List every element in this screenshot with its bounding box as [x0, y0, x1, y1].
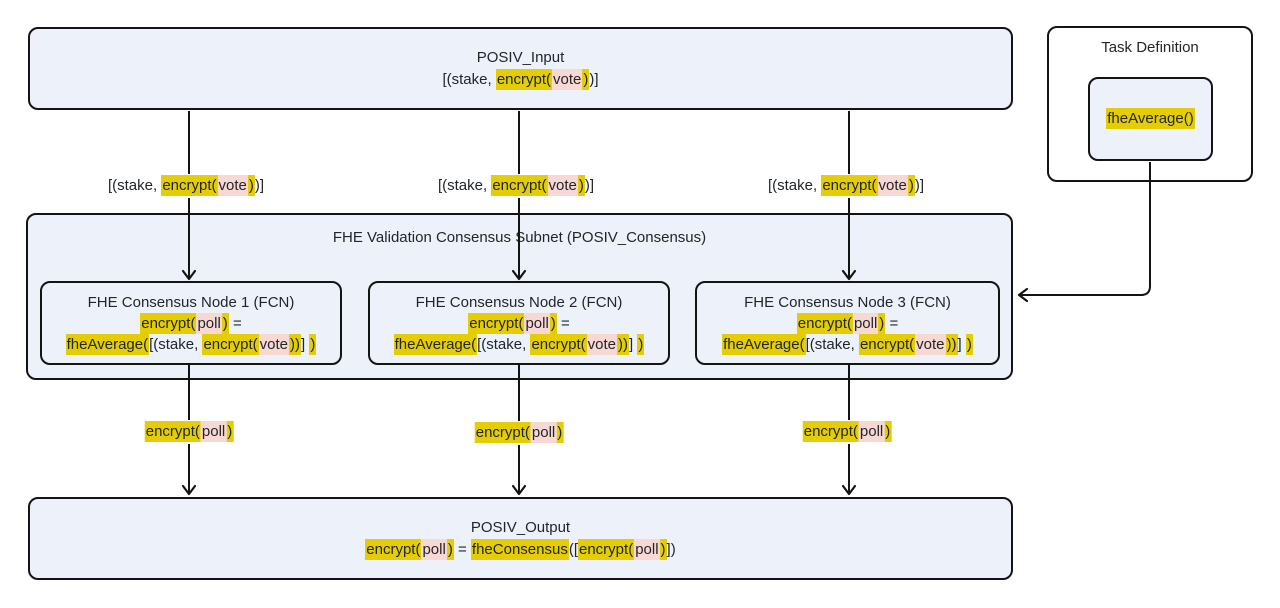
edge-label-stake-vote-3: [(stake, encrypt(vote))]: [764, 174, 928, 198]
fcn-node-1-title: FHE Consensus Node 1 (FCN): [87, 293, 295, 311]
task-function-box: fheAverage(): [1088, 77, 1213, 161]
posiv-output-box: POSIV_Output encrypt(poll) = fheConsensu…: [28, 497, 1013, 580]
fcn-node-2-function: fheAverage([(stake, encrypt(vote))] ): [393, 333, 645, 355]
fcn-node-2-equation: encrypt(poll) =: [468, 312, 570, 334]
fcn-node-3-title: FHE Consensus Node 3 (FCN): [744, 293, 951, 311]
task-definition-title: Task Definition: [1101, 39, 1199, 56]
edge-label-encrypt-poll-2: encrypt(poll): [471, 421, 567, 445]
posiv-input-box: POSIV_Input [(stake, encrypt(vote))]: [28, 27, 1013, 110]
fcn-node-1: FHE Consensus Node 1 (FCN) encrypt(poll)…: [40, 281, 342, 365]
edge-label-stake-vote-2: [(stake, encrypt(vote))]: [434, 174, 598, 198]
fcn-node-2: FHE Consensus Node 2 (FCN) encrypt(poll)…: [368, 281, 670, 365]
fcn-node-3: FHE Consensus Node 3 (FCN) encrypt(poll)…: [695, 281, 1000, 365]
fcn-node-2-title: FHE Consensus Node 2 (FCN): [415, 293, 623, 311]
edge-label-encrypt-poll-3: encrypt(poll): [799, 420, 895, 444]
posiv-input-title: POSIV_Input: [476, 48, 565, 66]
consensus-subnet-title: FHE Validation Consensus Subnet (POSIV_C…: [332, 229, 707, 246]
fcn-node-1-function: fheAverage([(stake, encrypt(vote))] ): [65, 333, 317, 355]
fcn-node-3-equation: encrypt(poll) =: [796, 312, 899, 334]
edge-label-encrypt-poll-1: encrypt(poll): [141, 420, 237, 444]
task-definition-box: Task Definition fheAverage(): [1047, 26, 1253, 182]
posiv-input-formula: [(stake, encrypt(vote))]: [442, 68, 599, 90]
edge-label-stake-vote-1: [(stake, encrypt(vote))]: [104, 174, 268, 198]
fcn-node-3-function: fheAverage([(stake, encrypt(vote))] ): [722, 333, 973, 355]
posiv-output-title: POSIV_Output: [470, 518, 571, 536]
posiv-output-formula: encrypt(poll) = fheConsensus([encrypt(po…: [365, 538, 676, 560]
task-function-label: fheAverage(): [1106, 108, 1195, 129]
fcn-node-1-equation: encrypt(poll) =: [140, 312, 242, 334]
